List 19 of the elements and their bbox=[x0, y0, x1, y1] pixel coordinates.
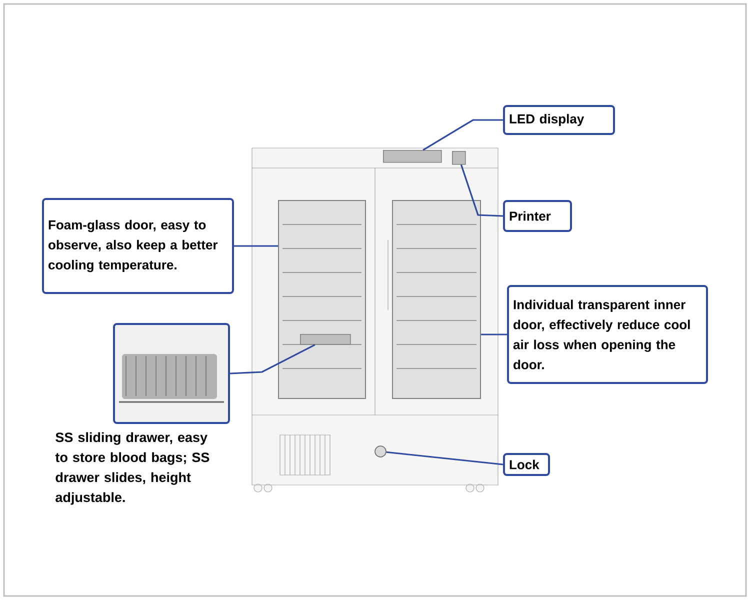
leader-line bbox=[460, 164, 504, 217]
glass-door-window bbox=[392, 200, 481, 399]
callout-box: Lock bbox=[503, 453, 550, 476]
lock-keyhole bbox=[374, 446, 386, 458]
drawer-shelf bbox=[300, 334, 351, 345]
callout-box: Printer bbox=[503, 200, 572, 232]
drawer-picture bbox=[113, 323, 230, 424]
leader-line bbox=[481, 334, 507, 336]
callout-box: LED display bbox=[503, 105, 615, 135]
caption-text: SS sliding drawer, easy to store blood bags; SS drawer slides, height adjustable. bbox=[55, 432, 210, 505]
glass-door-window bbox=[278, 200, 366, 399]
display-panel bbox=[383, 150, 442, 163]
leader-line bbox=[230, 344, 316, 374]
leader-line bbox=[422, 119, 503, 151]
printer-slot bbox=[452, 151, 466, 165]
leader-line bbox=[234, 245, 278, 247]
callout-box: Individual transparent inner door, effectively reduce cool air loss when opening the door. bbox=[507, 285, 708, 384]
callout-box: Foam-glass door, easy to observe, also keep a better cooling temperature. bbox=[42, 198, 234, 294]
leader-line bbox=[386, 451, 504, 466]
